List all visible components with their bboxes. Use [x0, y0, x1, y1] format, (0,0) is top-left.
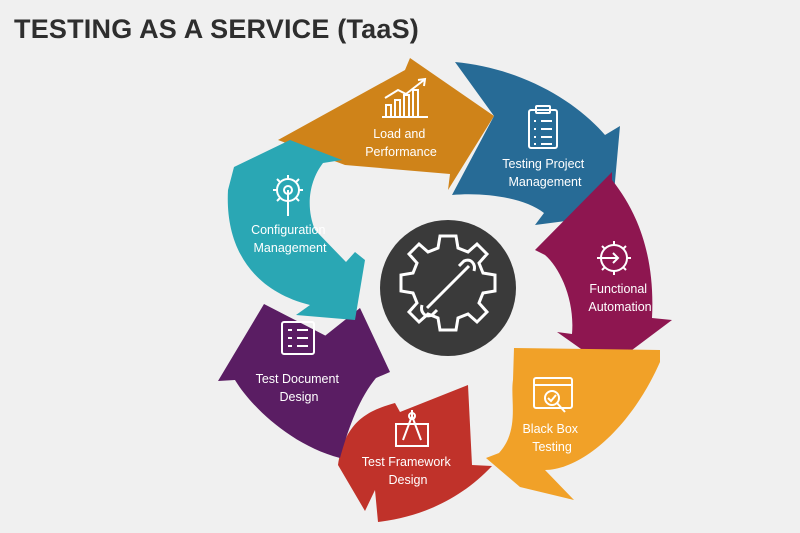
- segment-shape: [218, 304, 390, 458]
- segment-shape: [486, 348, 660, 500]
- gear-wrench-icon: [273, 175, 303, 216]
- browser-magnifier-icon: [533, 377, 573, 413]
- segment-testing-project-management: Testing Project Management: [452, 62, 620, 225]
- segment-test-document-design: Test Document Design: [218, 304, 390, 458]
- segment-label: Black Box Testing: [522, 422, 581, 454]
- clipboard-checklist-icon: [528, 105, 558, 149]
- segment-functional-automation: Functional Automation: [535, 172, 672, 368]
- gear-wrench-icon: [399, 234, 497, 332]
- blueprint-compass-icon: [395, 410, 429, 447]
- page-title: TESTING AS A SERVICE (TaaS): [14, 14, 419, 44]
- segment-label: Configuration Management: [251, 223, 329, 255]
- segment-label: Test Document Design: [256, 372, 343, 404]
- document-list-icon: [281, 321, 315, 355]
- segment-black-box-testing: Black Box Testing: [486, 348, 660, 500]
- segment-configuration-management: Configuration Management: [227, 140, 365, 320]
- segment-label: Load and Performance: [365, 127, 437, 159]
- segment-label: Functional Automation: [588, 282, 651, 314]
- gear-arrow-icon: [597, 241, 631, 275]
- segment-shape: [338, 385, 492, 522]
- segment-label: Testing Project Management: [502, 157, 587, 189]
- segment-shape: [227, 140, 365, 320]
- segment-shape: [535, 172, 672, 368]
- center-hub: [380, 220, 516, 356]
- growth-chart-icon: [382, 77, 428, 118]
- segment-test-framework-design: Test Framework Design: [338, 385, 492, 522]
- segment-label: Test Framework Design: [362, 455, 454, 487]
